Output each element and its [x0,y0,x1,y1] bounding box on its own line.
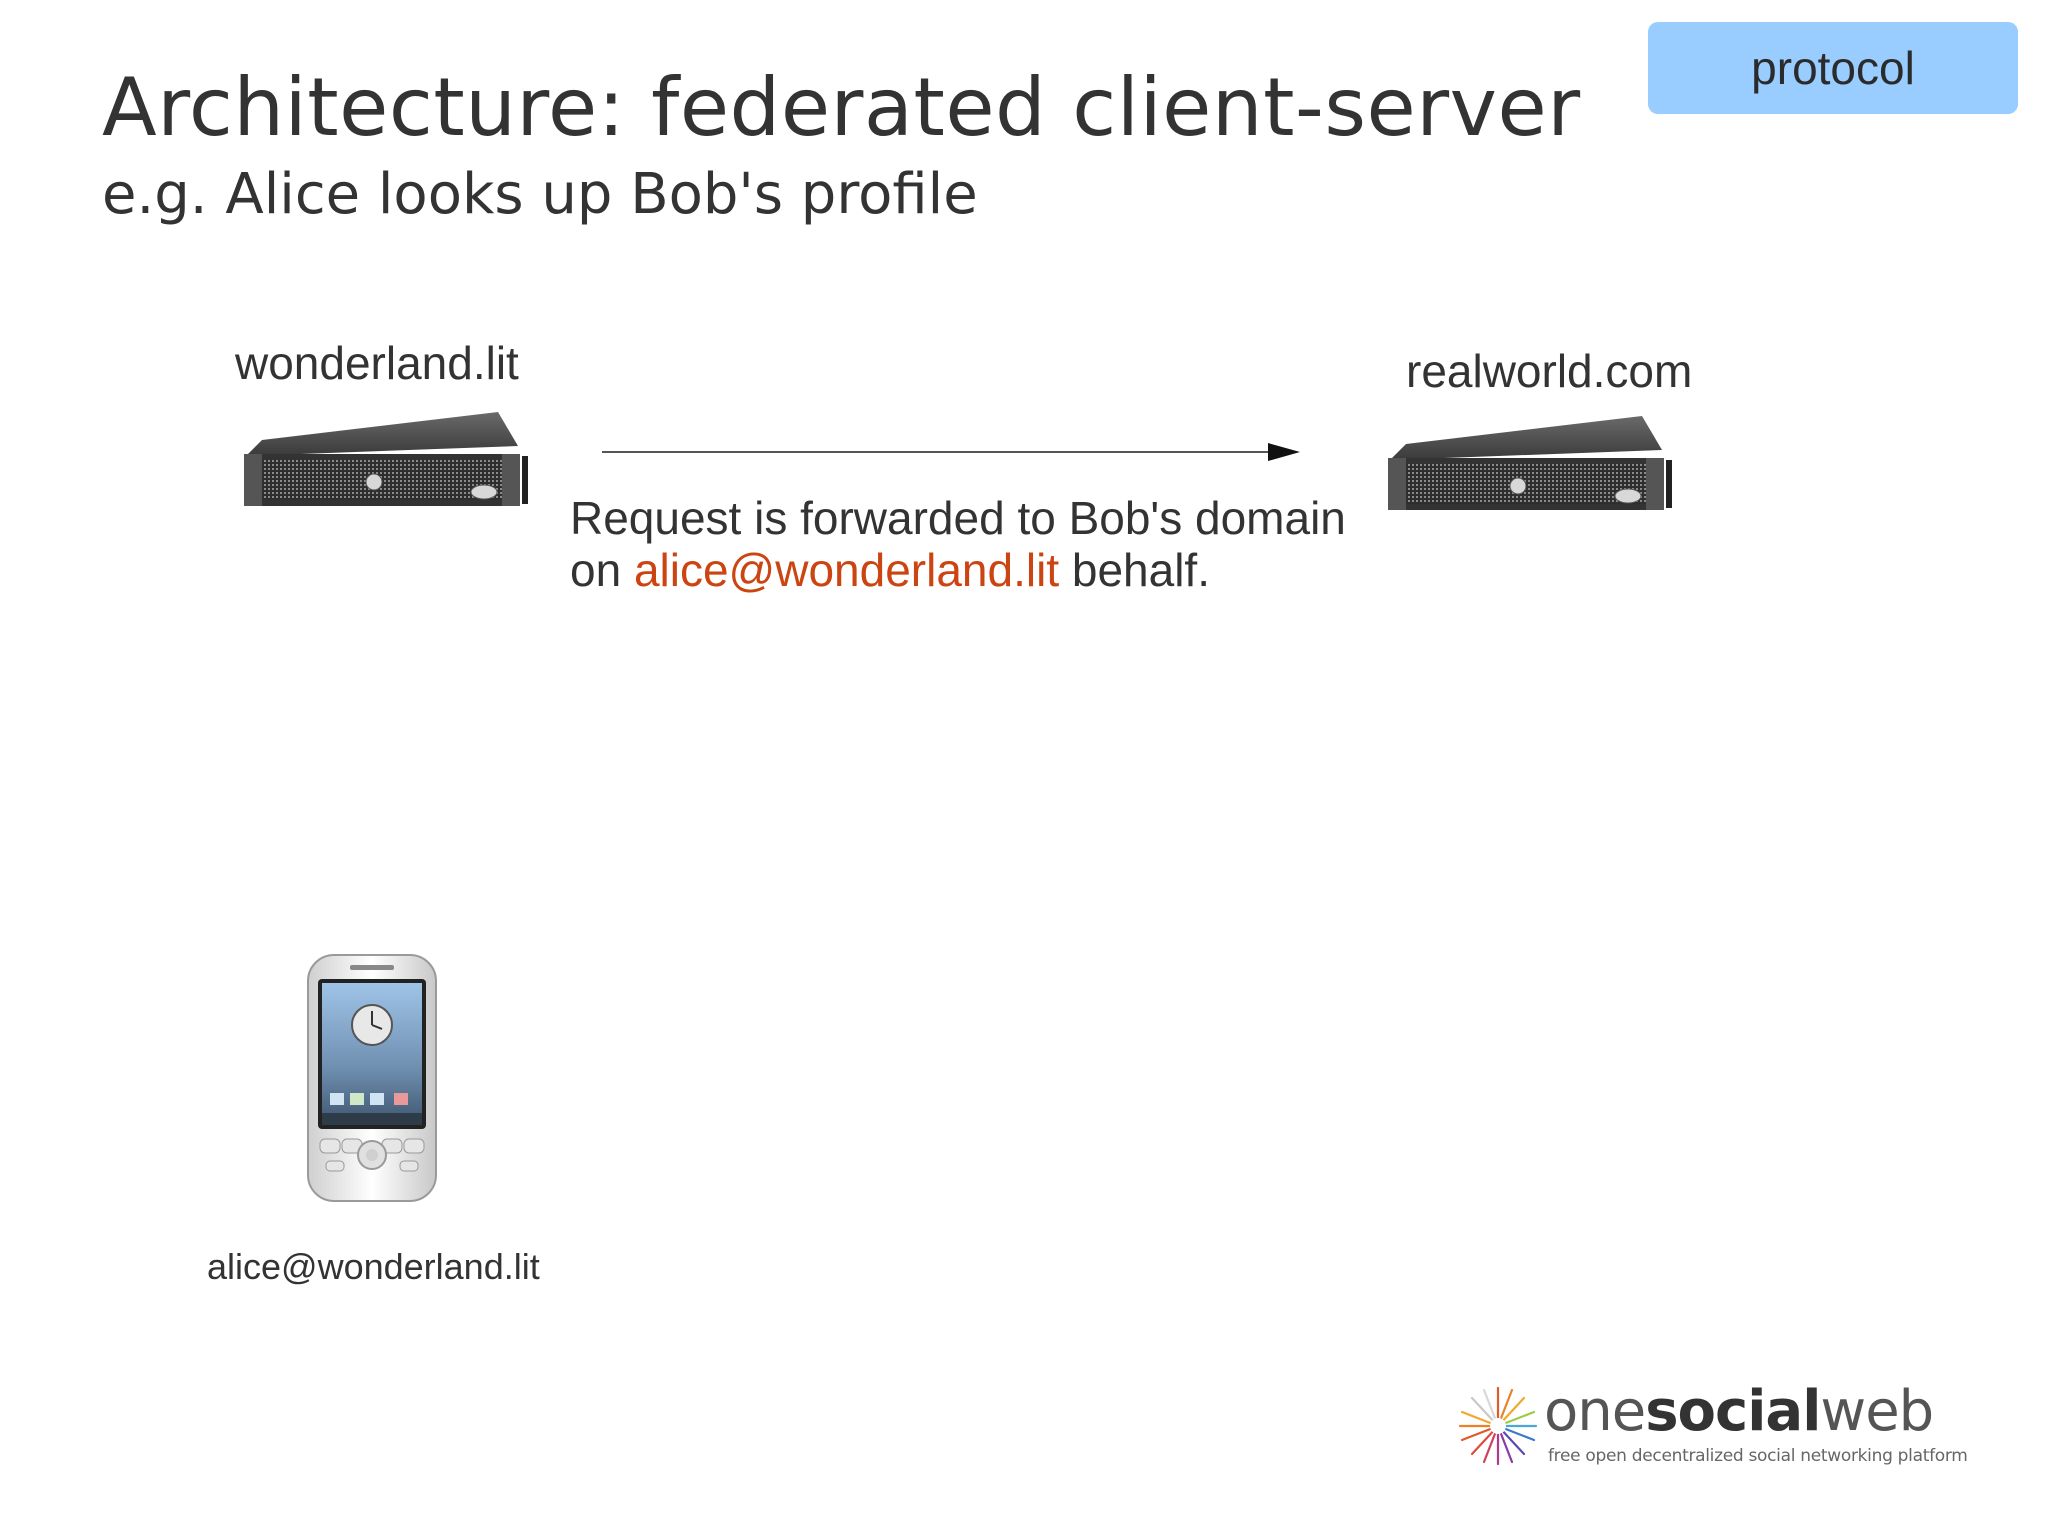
server-right-label: realworld.com [1406,345,1693,397]
protocol-badge-label: protocol [1751,42,1915,94]
server-left-label: wonderland.lit [235,337,519,389]
smartphone-icon [304,953,440,1209]
server-right-icon [1384,412,1674,524]
slide-subtitle: e.g. Alice looks up Bob's profile [102,162,978,227]
request-arrow-icon [600,440,1304,468]
logo-tagline: free open decentralized social networkin… [1548,1446,1968,1466]
protocol-badge: protocol [1648,22,2018,114]
server-left-icon [240,408,530,520]
request-line-1: Request is forwarded to Bob's domain [570,492,1346,544]
client-label: alice@wonderland.lit [207,1246,540,1287]
logo-burst-icon [1458,1386,1538,1466]
logo-word-web: web [1820,1379,1934,1444]
request-line-2-prefix: on [570,544,634,596]
logo-wordmark: onesocialweb [1544,1379,1934,1444]
logo-word-social: social [1645,1379,1821,1444]
slide-title: Architecture: federated client-server [102,61,1581,154]
onesocialweb-logo: onesocialweb free open decentralized soc… [1456,1380,1968,1484]
request-description: Request is forwarded to Bob's domain on … [570,492,1346,596]
request-line-2-suffix: behalf. [1059,544,1210,596]
logo-word-one: one [1544,1379,1646,1444]
request-line-2: on alice@wonderland.lit behalf. [570,544,1346,596]
request-line-2-address: alice@wonderland.lit [633,544,1060,596]
